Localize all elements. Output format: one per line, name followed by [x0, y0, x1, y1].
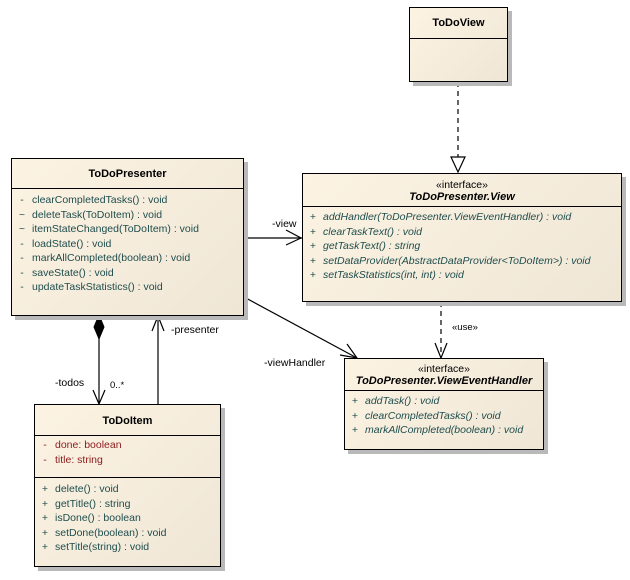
class-todopresenter[interactable]: ToDoPresenter -clearCompletedTasks() : v…: [11, 158, 244, 316]
operation-row: +clearTaskText() : void: [309, 225, 423, 238]
operation-row: +isDone() : boolean: [41, 512, 141, 524]
class-name: ToDoPresenter: [88, 168, 167, 180]
view-association-arrowhead: [285, 229, 303, 246]
operation-row: +getTitle() : string: [41, 497, 131, 510]
stereotype-label: «interface»: [418, 363, 470, 375]
class-header: «interface» ToDoPresenter.View: [303, 174, 621, 207]
composition-diamond: [93, 313, 105, 341]
use-stereotype-label: «use»: [452, 322, 478, 333]
operation-row: +clearCompletedTasks() : void: [351, 409, 501, 422]
viewhandler-association-line: [243, 296, 358, 359]
class-name: ToDoPresenter.View: [409, 191, 515, 203]
multiplicity-label: 0..*: [110, 380, 125, 391]
class-header: «interface» ToDoPresenter.ViewEventHandl…: [345, 359, 543, 391]
class-header: ToDoItem: [35, 405, 220, 436]
operation-row: +setDone(boolean) : void: [41, 526, 167, 539]
attributes-list: -done: boolean -title: string: [35, 436, 220, 478]
todos-role-label: -todos: [55, 377, 85, 389]
class-header: ToDoPresenter: [12, 159, 243, 189]
operation-row: -loadState() : void: [20, 237, 112, 250]
operations-list: -clearCompletedTasks() : void ~deleteTas…: [12, 189, 243, 301]
class-name: ToDoItem: [102, 415, 153, 427]
operation-row: +setTaskStatistics(int, int) : void: [309, 269, 464, 281]
operation-row: +delete() : void: [41, 483, 119, 495]
class-name: ToDoPresenter.ViewEventHandler: [355, 375, 533, 387]
operation-row: +setDataProvider(AbstractDataProvider<To…: [309, 254, 591, 267]
operation-row: -markAllCompleted(boolean) : void: [20, 252, 191, 264]
operation-row: +addHandler(ToDoPresenter.ViewEventHandl…: [309, 211, 572, 223]
realization-arrowhead: [450, 156, 466, 174]
operation-row: -updateTaskStatistics() : void: [20, 281, 163, 293]
operation-row: -saveState() : void: [20, 266, 114, 279]
stereotype-label: «interface»: [436, 179, 488, 191]
class-header: ToDoView: [410, 8, 507, 39]
viewhandler-role-label: -viewHandler: [264, 357, 326, 369]
viewhandler-association-arrowhead: [339, 343, 359, 359]
operations-list: +addHandler(ToDoPresenter.ViewEventHandl…: [303, 207, 621, 289]
class-todoitem[interactable]: ToDoItem -done: boolean -title: string +…: [34, 404, 221, 567]
presenter-arrowhead: [151, 314, 165, 332]
operation-row: -clearCompletedTasks() : void: [20, 194, 168, 206]
interface-viewevent-handler[interactable]: «interface» ToDoPresenter.ViewEventHandl…: [344, 358, 544, 450]
interface-todopresenter-view[interactable]: «interface» ToDoPresenter.View +addHandl…: [302, 173, 622, 302]
attribute-row: -done: boolean: [43, 439, 122, 451]
operation-row: +addTask() : void: [351, 395, 440, 407]
view-role-label: -view: [272, 218, 297, 230]
presenter-role-label: -presenter: [171, 324, 219, 336]
operations-list: +delete() : void +getTitle() : string +i…: [35, 478, 220, 561]
operation-row: ~itemStateChanged(ToDoItem) : void: [18, 223, 199, 235]
operation-row: +markAllCompleted(boolean) : void: [351, 424, 524, 436]
operation-row: ~deleteTask(ToDoItem) : void: [18, 208, 163, 221]
class-name: ToDoView: [432, 17, 485, 29]
operation-row: +setTitle(string) : void: [41, 541, 150, 553]
operation-row: +getTaskText() : string: [309, 240, 421, 252]
class-todoview[interactable]: ToDoView: [409, 7, 508, 82]
attribute-row: -title: string: [43, 453, 103, 466]
operations-list: +addTask() : void +clearCompletedTasks()…: [345, 391, 543, 444]
